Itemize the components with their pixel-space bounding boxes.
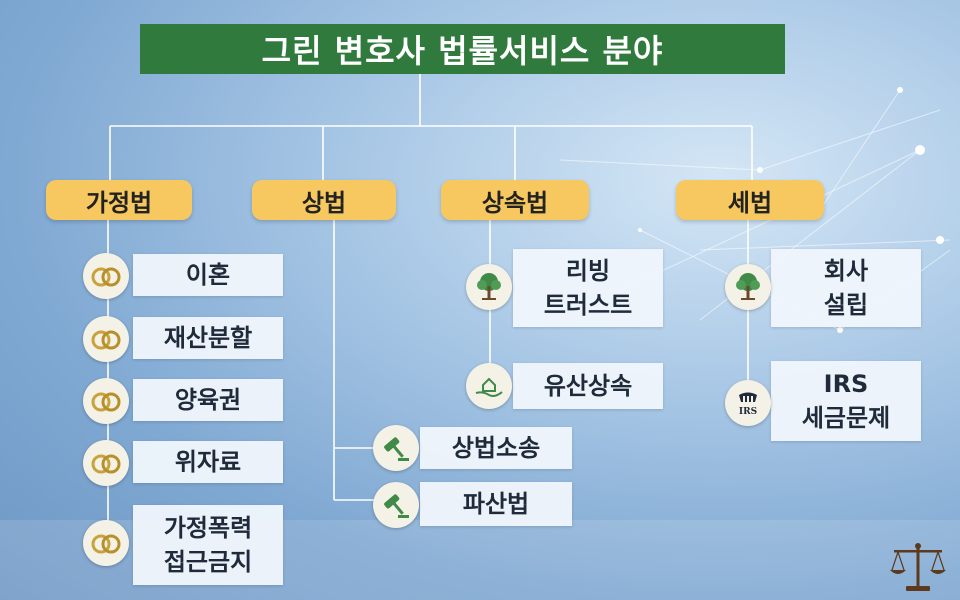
irs-eagle-icon: IRS bbox=[725, 380, 771, 426]
scales-icon bbox=[890, 543, 946, 591]
item-company-formation: 회사 설립 bbox=[771, 249, 921, 327]
item-bankruptcy: 파산법 bbox=[420, 482, 572, 526]
gavel-icon bbox=[373, 425, 419, 471]
category-label: 상법 bbox=[301, 188, 347, 217]
category-commercial-law: 상법 bbox=[252, 180, 396, 220]
tree-icon bbox=[466, 264, 512, 310]
item-living-trust: 리빙 트러스트 bbox=[513, 249, 663, 327]
tree-icon bbox=[725, 264, 771, 310]
page-title: 그린 변호사 법률서비스 분야 bbox=[140, 24, 785, 74]
item-property-division: 재산분할 bbox=[133, 317, 283, 359]
category-inheritance-law: 상속법 bbox=[441, 180, 589, 220]
item-alimony: 위자료 bbox=[133, 441, 283, 483]
wedding-rings-icon bbox=[83, 440, 129, 486]
item-divorce: 이혼 bbox=[133, 254, 283, 296]
category-label: 상속법 bbox=[481, 188, 549, 217]
category-label: 가정법 bbox=[85, 188, 153, 217]
item-estate-inheritance: 유산상속 bbox=[513, 363, 663, 409]
item-restraining-order: 가정폭력 접근금지 bbox=[133, 505, 283, 585]
wedding-rings-icon bbox=[83, 253, 129, 299]
irs-icon-label: IRS bbox=[739, 407, 757, 417]
item-custody: 양육권 bbox=[133, 379, 283, 421]
category-label: 세법 bbox=[727, 188, 773, 217]
gavel-icon bbox=[373, 482, 419, 528]
item-commercial-litigation: 상법소송 bbox=[420, 427, 572, 469]
category-tax-law: 세법 bbox=[676, 180, 824, 220]
wedding-rings-icon bbox=[83, 378, 129, 424]
item-irs-tax-issues: IRS 세금문제 bbox=[771, 361, 921, 441]
wedding-rings-icon bbox=[83, 316, 129, 362]
wedding-rings-icon bbox=[83, 520, 129, 566]
category-family-law: 가정법 bbox=[46, 180, 192, 220]
hand-house-icon bbox=[466, 363, 512, 409]
